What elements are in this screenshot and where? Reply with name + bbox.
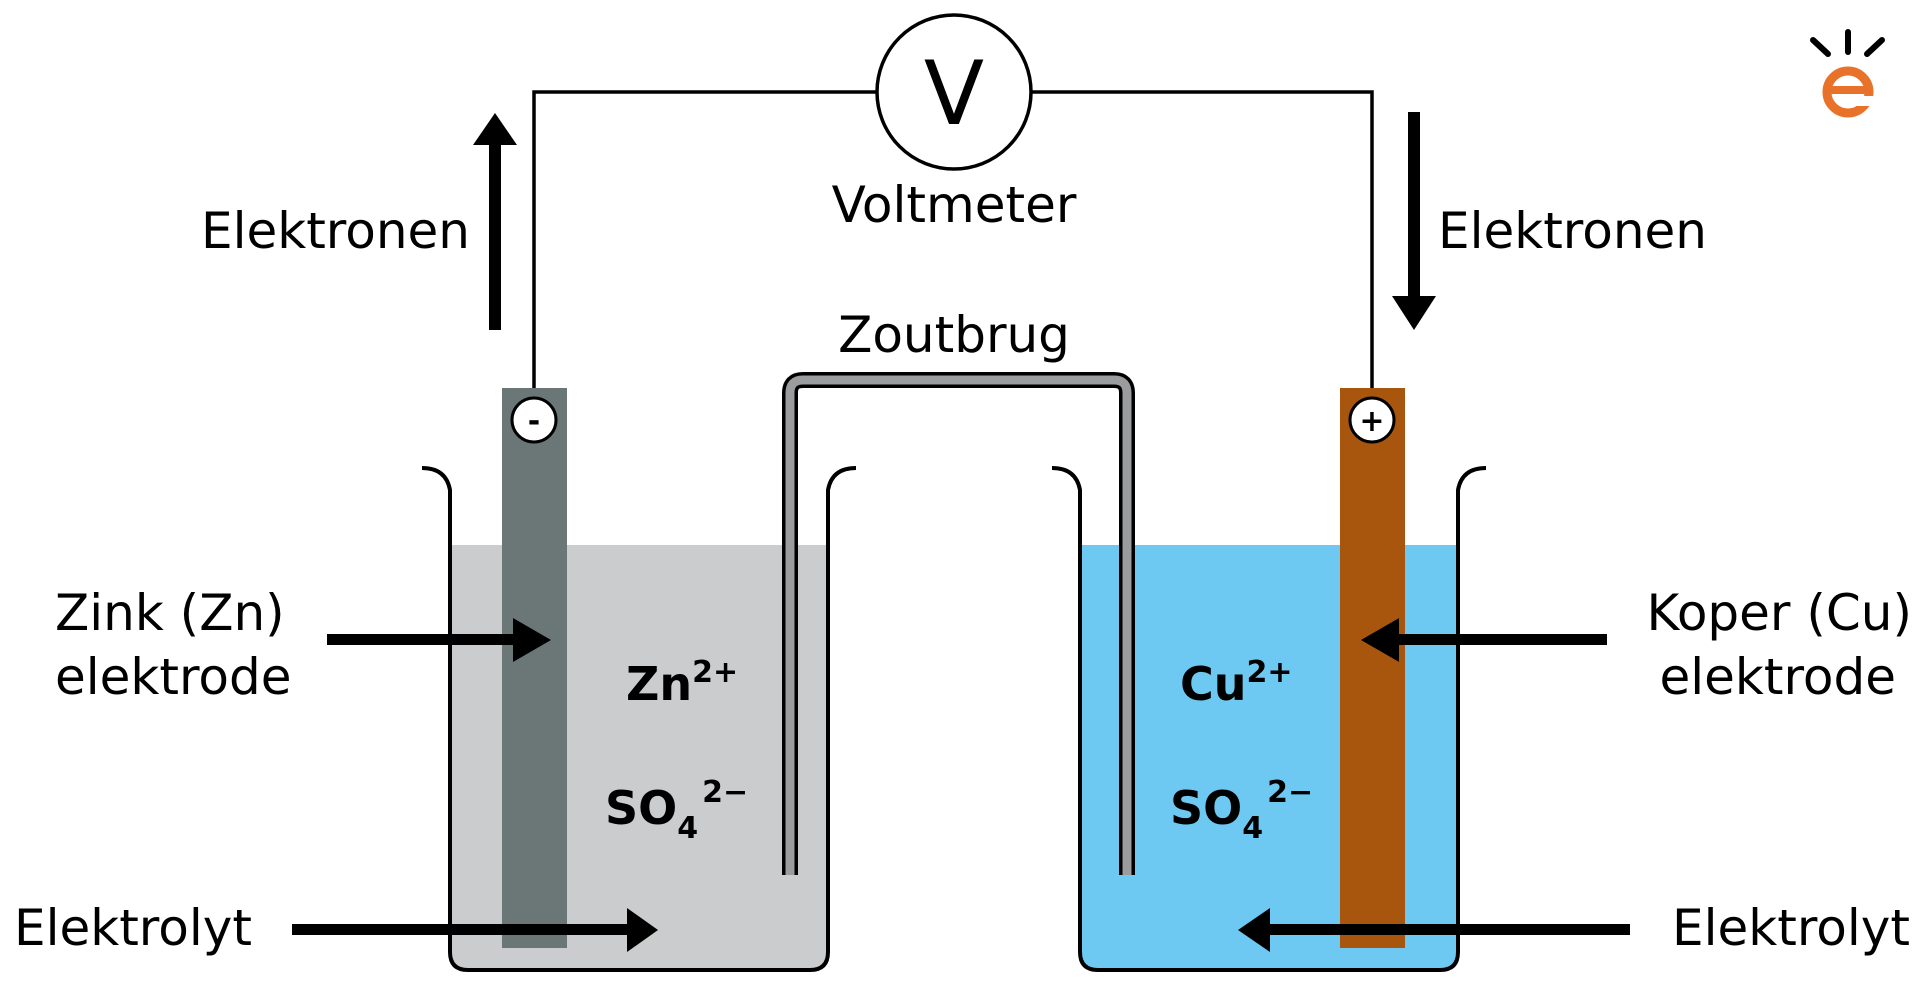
voltmeter: V — [875, 13, 1033, 171]
zinc-label-line2: elektrode — [55, 648, 292, 706]
electrons-right-label: Elektronen — [1438, 202, 1707, 260]
right-cation: Cu2+ — [1180, 655, 1293, 711]
electrolyte-left-label: Elektrolyt — [14, 899, 252, 957]
electrolyte-left-arrow — [292, 908, 658, 952]
zinc-pointer-arrow — [327, 618, 551, 662]
electron-arrow-up — [473, 113, 517, 330]
voltmeter-label: Voltmeter — [832, 176, 1077, 234]
left-beaker-wall — [421, 466, 857, 972]
electrolyte-right-arrow — [1238, 908, 1630, 952]
left-anion: SO42− — [605, 775, 748, 846]
salt-bridge — [782, 372, 1135, 875]
right-anion: SO42− — [1170, 775, 1313, 846]
zinc-electrode — [502, 388, 567, 948]
minus-sign: - — [528, 404, 540, 439]
copper-pointer-arrow — [1361, 618, 1607, 662]
salt-bridge-label: Zoutbrug — [838, 306, 1070, 364]
e-logo-icon — [1810, 29, 1885, 118]
electron-arrow-down — [1392, 112, 1436, 330]
voltmeter-symbol: V — [924, 42, 984, 145]
right-beaker — [1051, 466, 1487, 972]
electrolyte-right-label: Elektrolyt — [1672, 899, 1910, 957]
electrons-left-label: Elektronen — [201, 202, 470, 260]
negative-terminal: - — [510, 396, 558, 444]
plus-sign: + — [1359, 404, 1384, 439]
zinc-label-line1: Zink (Zn) — [55, 584, 285, 642]
left-cation: Zn2+ — [626, 655, 738, 711]
copper-electrode — [1340, 388, 1405, 948]
copper-label-line2: elektrode — [1659, 648, 1896, 706]
circuit-wire-right — [1031, 90, 1374, 388]
right-beaker-wall — [1051, 466, 1487, 972]
positive-terminal: + — [1348, 396, 1396, 444]
copper-label-line1: Koper (Cu) — [1647, 584, 1912, 642]
circuit-wire-left — [532, 90, 878, 388]
